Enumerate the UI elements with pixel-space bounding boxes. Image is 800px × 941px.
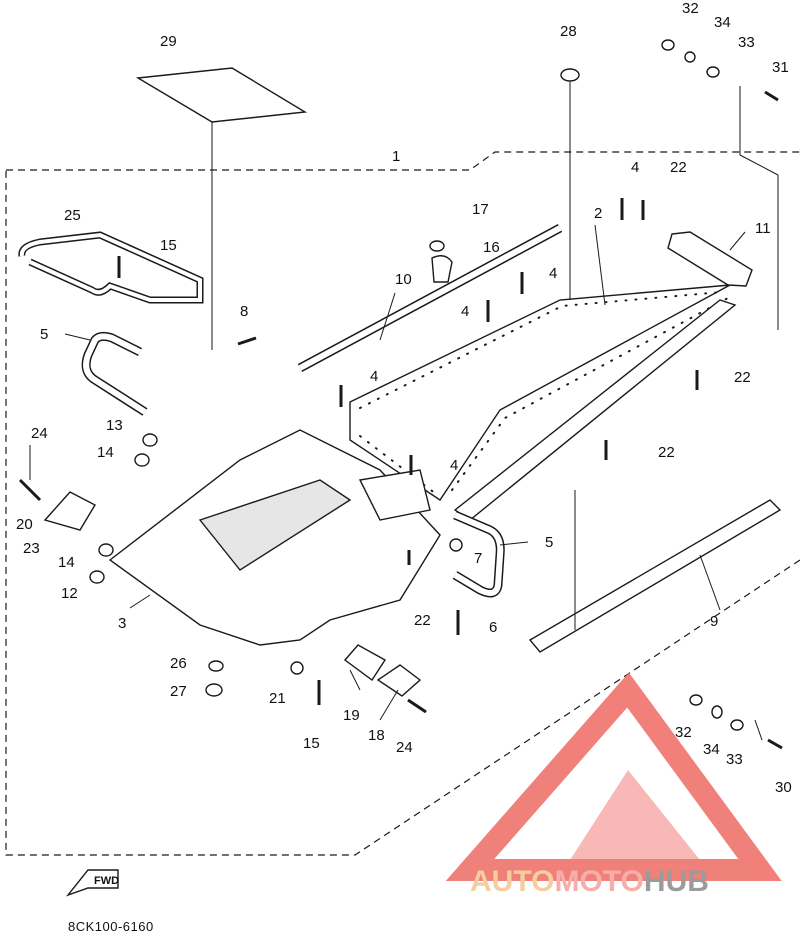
fwd-arrow: FWD <box>65 869 119 897</box>
watermark-logo: AUTOMOTOHUB <box>445 672 782 898</box>
part-mount-plate-18 <box>376 664 422 697</box>
callout-c13: 13 <box>106 417 123 434</box>
hardware-items <box>18 39 783 750</box>
part-rod <box>297 224 563 372</box>
watermark-triangle <box>445 672 782 881</box>
callout-c14b: 14 <box>58 554 75 571</box>
callout-c5a: 5 <box>40 326 48 343</box>
callout-c22d: 22 <box>414 612 431 629</box>
callout-c18: 18 <box>368 727 385 744</box>
callout-c32a: 32 <box>682 0 699 17</box>
callout-c7: 7 <box>474 550 482 567</box>
watermark-auto: AUTO <box>470 865 554 898</box>
callout-c16: 16 <box>483 239 500 256</box>
part-front-bumper <box>18 231 204 304</box>
part-rear-bracket <box>667 231 753 287</box>
callout-c32b: 32 <box>675 724 692 741</box>
callout-c15b: 15 <box>303 735 320 752</box>
callout-c8: 8 <box>240 303 248 320</box>
callout-c22a: 22 <box>670 159 687 176</box>
callout-c2: 2 <box>594 205 602 222</box>
part-mount-plate-19 <box>343 644 386 682</box>
callout-c30: 30 <box>775 779 792 796</box>
callout-c29: 29 <box>160 33 177 50</box>
callout-c28: 28 <box>560 23 577 40</box>
callout-c5b: 5 <box>545 534 553 551</box>
callout-c22c: 22 <box>658 444 675 461</box>
part-pad <box>135 67 308 123</box>
callout-number-layer: 1234444455678910111213141415151617181920… <box>16 0 792 796</box>
callout-c9: 9 <box>710 613 718 630</box>
callout-c31: 31 <box>772 59 789 76</box>
part-mount-plate-20 <box>43 491 96 531</box>
assembly-boundary-line <box>5 151 800 856</box>
part-left-handle <box>81 331 148 416</box>
diagram-code: 8CK100-6160 <box>68 919 154 934</box>
callout-c4d: 4 <box>370 368 378 385</box>
callout-c33b: 33 <box>726 751 743 768</box>
leader-lines <box>29 82 779 741</box>
callout-c19: 19 <box>343 707 360 724</box>
callout-c4e: 4 <box>450 457 458 474</box>
callout-c1: 1 <box>392 148 400 165</box>
callout-c24a: 24 <box>31 425 48 442</box>
callout-c22b: 22 <box>734 369 751 386</box>
part-front-frame-crossmember <box>198 479 352 571</box>
watermark-text: AUTOMOTOHUB <box>470 865 709 898</box>
part-rail-9 <box>528 499 782 653</box>
part-right-handle <box>452 510 505 598</box>
callout-c6: 6 <box>489 619 497 636</box>
callout-c4c: 4 <box>461 303 469 320</box>
callout-c15a: 15 <box>160 237 177 254</box>
callout-c20: 20 <box>16 516 33 533</box>
callout-c33a: 33 <box>738 34 755 51</box>
callout-c23: 23 <box>23 540 40 557</box>
callout-c21: 21 <box>269 690 286 707</box>
callout-c3: 3 <box>118 615 126 632</box>
callout-c14a: 14 <box>97 444 114 461</box>
callout-c34a: 34 <box>714 14 731 31</box>
watermark-moto: MOTO <box>554 865 643 898</box>
watermark-hub: HUB <box>644 865 709 898</box>
callout-c4b: 4 <box>549 265 557 282</box>
callout-c26: 26 <box>170 655 187 672</box>
fwd-arrow-label: FWD <box>94 875 119 887</box>
callout-c27: 27 <box>170 683 187 700</box>
part-front-frame-mount <box>358 469 431 521</box>
callout-c25: 25 <box>64 207 81 224</box>
callout-c34b: 34 <box>703 741 720 758</box>
callout-c12: 12 <box>61 585 78 602</box>
part-tunnel-deck <box>349 284 731 501</box>
callout-c10: 10 <box>395 271 412 288</box>
callout-c11: 11 <box>755 220 771 237</box>
callout-c24b: 24 <box>396 739 413 756</box>
callout-c17: 17 <box>472 201 489 218</box>
watermark-inner-triangle <box>570 770 700 860</box>
callout-c4a: 4 <box>631 159 639 176</box>
